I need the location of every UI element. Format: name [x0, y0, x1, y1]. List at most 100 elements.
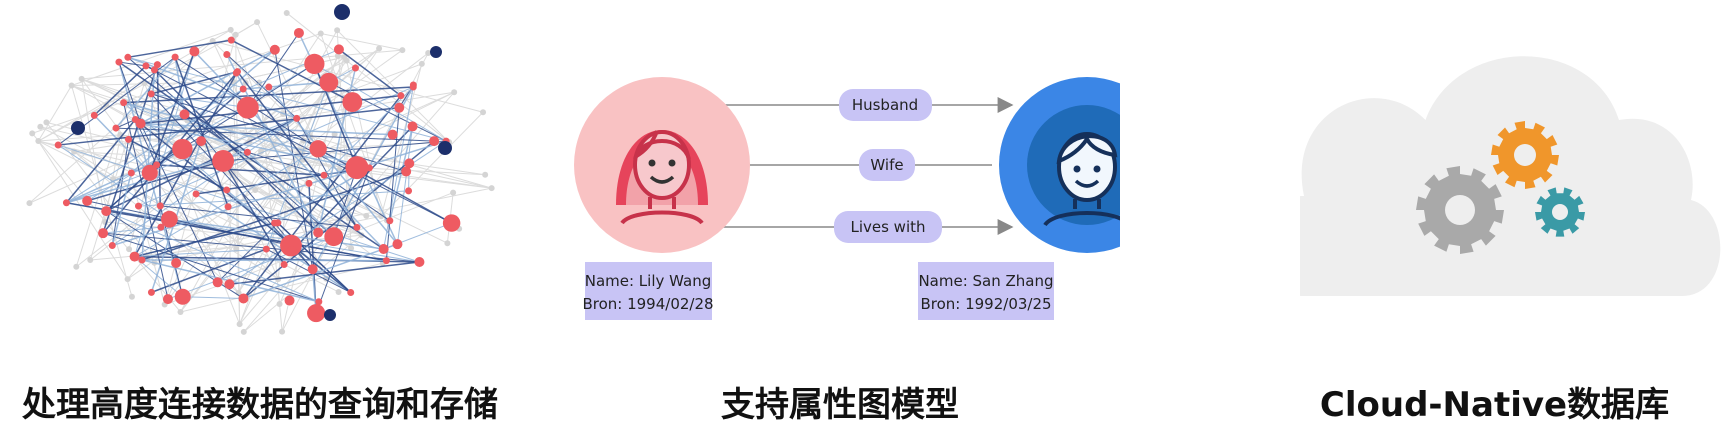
network-node — [212, 277, 223, 288]
network-edge — [123, 101, 370, 169]
network-node — [345, 156, 369, 180]
node-lily — [574, 77, 750, 253]
network-edge — [111, 172, 133, 246]
network-edge-gray — [37, 140, 129, 280]
network-edge-gray — [71, 85, 133, 297]
network-node — [223, 50, 231, 58]
network-edge — [169, 218, 384, 250]
network-edge-gray — [38, 134, 121, 142]
woman-avatar-icon — [616, 130, 708, 225]
network-edge — [277, 222, 352, 293]
network-node — [284, 295, 295, 306]
network-node — [274, 219, 282, 227]
network-node — [342, 92, 363, 112]
network-node — [324, 227, 344, 247]
network-edge-gray — [38, 29, 231, 142]
network-edge — [323, 174, 391, 222]
network-node — [243, 148, 251, 156]
network-edge — [229, 261, 420, 286]
network-node — [409, 83, 417, 91]
network-node-gray — [450, 189, 457, 196]
gear-icon-orange — [1491, 121, 1559, 189]
network-edge-gray — [380, 111, 484, 217]
network-edge — [140, 123, 219, 283]
network-node-hub — [71, 121, 85, 135]
property-graph-caption: 支持属性图模型 — [721, 385, 959, 425]
network-node-gray — [232, 31, 239, 38]
network-node-gray — [29, 130, 36, 137]
network-node — [156, 202, 164, 210]
svg-text:Name: San Zhang: Name: San Zhang — [918, 272, 1053, 290]
network-edge — [236, 71, 358, 228]
network-node-gray — [254, 19, 261, 26]
network-node-gray — [252, 187, 259, 194]
network-edge — [134, 248, 267, 258]
network-edge-gray — [308, 135, 492, 189]
gear-icon-gray — [1416, 166, 1504, 254]
network-node — [429, 136, 440, 147]
network-node — [179, 109, 190, 120]
network-node — [307, 304, 326, 323]
network-edge — [142, 259, 387, 262]
network-node — [161, 210, 178, 228]
man-avatar-icon — [1027, 105, 1120, 227]
network-node — [189, 46, 200, 57]
network-edge-gray — [37, 85, 73, 142]
network-node — [54, 141, 62, 149]
network-node — [192, 190, 200, 198]
network-edge — [111, 139, 129, 246]
network-node — [407, 121, 418, 132]
network-node-gray — [73, 263, 80, 270]
network-edge — [151, 248, 267, 294]
network-node — [153, 61, 161, 69]
network-edge — [138, 86, 414, 207]
network-edge — [138, 190, 409, 207]
svg-text:Wife: Wife — [870, 156, 903, 174]
network-node — [238, 293, 249, 304]
network-node — [397, 92, 405, 100]
network-node-gray — [37, 123, 44, 130]
network-edge-gray — [187, 120, 492, 189]
network-node — [386, 217, 394, 225]
cloud-icon — [1300, 56, 1721, 296]
network-edge — [112, 117, 297, 246]
network-edge-gray — [173, 122, 367, 217]
network-node-gray — [240, 328, 247, 335]
network-node — [98, 228, 109, 239]
network-node — [394, 102, 405, 113]
network-node — [232, 69, 240, 77]
network-node-gray — [68, 82, 75, 89]
network-node — [141, 164, 158, 181]
network-node-gray — [480, 109, 487, 116]
network-node — [127, 169, 135, 177]
network-edge-gray — [336, 29, 450, 143]
network-edge — [174, 56, 229, 207]
network-node — [319, 72, 339, 92]
network-node — [307, 264, 318, 275]
network-node — [351, 64, 359, 72]
network-node-gray — [334, 27, 341, 34]
network-node — [401, 166, 412, 177]
network-edge — [150, 70, 238, 95]
network-node-gray — [363, 212, 370, 219]
network-edge — [115, 119, 136, 129]
network-node-gray — [103, 102, 110, 109]
network-edge-gray — [256, 21, 362, 236]
network-node-gray — [124, 276, 131, 283]
network-edge — [230, 39, 353, 103]
property-graph-diagram: Husband Wife Lives with — [574, 77, 1120, 320]
network-node-gray — [128, 293, 135, 300]
network-edge — [153, 69, 319, 234]
network-edge — [118, 61, 142, 124]
network-node — [293, 27, 304, 38]
network-edge — [134, 118, 352, 294]
network-edge-gray — [320, 33, 403, 51]
network-node-gray — [177, 308, 184, 315]
svg-text:Name: Lily Wang: Name: Lily Wang — [585, 272, 712, 290]
info-box-lily: Name: Lily Wang Bron: 1994/02/28 — [582, 262, 714, 320]
network-node-gray — [276, 301, 283, 308]
network-node-gray — [126, 246, 133, 253]
network-node — [101, 206, 112, 217]
network-node — [112, 124, 120, 132]
network-edge-gray — [164, 60, 348, 305]
